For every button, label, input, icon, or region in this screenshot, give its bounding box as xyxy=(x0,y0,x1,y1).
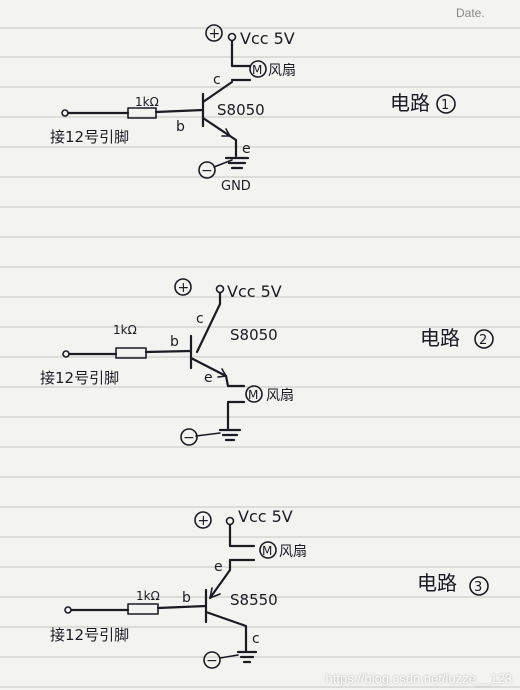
circuit-2: + Vcc 5V c S8050 1kΩ b 接12号引脚 e M 风扇 xyxy=(40,278,494,446)
transistor-label: S8550 xyxy=(230,591,278,609)
circuit-1: + Vcc 5V M 风扇 c S8050 1kΩ b xyxy=(50,24,456,194)
emitter-wire xyxy=(224,374,246,388)
minus-wire xyxy=(213,159,233,168)
plus-circle xyxy=(194,511,212,529)
plus-symbol: + xyxy=(198,513,210,529)
input-node xyxy=(62,350,70,358)
ground-symbol xyxy=(236,650,258,664)
base-label: b xyxy=(170,334,179,350)
minus-circle xyxy=(203,651,221,669)
vcc-node xyxy=(215,284,225,294)
vcc-label: Vcc 5V xyxy=(227,282,282,301)
circuit-title: 电路 xyxy=(417,571,457,595)
motor-symbol: M xyxy=(252,63,262,77)
motor-label: 风扇 xyxy=(266,388,294,404)
motor-circle xyxy=(249,60,267,78)
minus-wire xyxy=(195,432,221,437)
motor-label: 风扇 xyxy=(279,544,307,560)
date-label: Date. xyxy=(456,6,485,20)
transistor-emitter-leg xyxy=(208,558,232,600)
transistor-label: S8050 xyxy=(217,101,265,119)
ground-symbol xyxy=(224,156,250,170)
vcc-wire xyxy=(230,39,252,68)
vcc-node xyxy=(225,516,235,526)
collector-label: c xyxy=(213,72,221,88)
minus-symbol: − xyxy=(183,430,195,446)
transistor-emitter-leg xyxy=(201,116,232,138)
pin-label: 接12号引脚 xyxy=(50,626,129,644)
circuit-number-circle xyxy=(474,329,494,349)
pin-label: 接12号引脚 xyxy=(50,128,129,146)
transistor-collector-leg xyxy=(201,80,234,104)
circuit-number: 2 xyxy=(479,333,487,348)
base-label: b xyxy=(182,590,191,606)
base-wire xyxy=(144,349,193,354)
plus-symbol: + xyxy=(209,26,221,42)
watermark: https://blog.csdn.net/luzze__123 xyxy=(325,671,512,686)
motor-circle xyxy=(259,541,277,559)
input-node xyxy=(64,606,72,614)
plus-circle xyxy=(205,24,223,42)
transistor-emitter-leg xyxy=(189,356,228,378)
circuit-title: 电路 xyxy=(420,326,460,350)
base-wire xyxy=(156,604,208,610)
emitter-arrow xyxy=(209,587,221,599)
circuit-number: 3 xyxy=(474,580,482,595)
resistor-label: 1kΩ xyxy=(135,95,159,109)
transistor-label: S8050 xyxy=(230,326,278,344)
resistor-label: 1kΩ xyxy=(136,589,160,603)
emitter-label: e xyxy=(242,141,251,157)
base-wire xyxy=(154,108,205,114)
emitter-label: e xyxy=(214,559,223,575)
motor-circle xyxy=(245,385,263,403)
minus-symbol: − xyxy=(206,653,218,669)
collector-wire xyxy=(195,291,222,354)
motor-symbol: M xyxy=(262,544,272,558)
resistor xyxy=(115,347,147,359)
emitter-label: e xyxy=(204,370,213,386)
transistor-collector-leg xyxy=(204,610,248,642)
collector-label: c xyxy=(252,631,260,647)
circuit-3: + Vcc 5V M 风扇 e S8550 1kΩ b 接12号引脚 c xyxy=(50,507,489,669)
resistor xyxy=(127,603,159,615)
pin-label: 接12号引脚 xyxy=(40,369,119,387)
vcc-label: Vcc 5V xyxy=(240,29,295,48)
circuit-number: 1 xyxy=(441,98,449,113)
motor-symbol: M xyxy=(248,388,258,402)
motor-return-wire xyxy=(226,400,246,430)
input-node xyxy=(61,109,69,117)
base-label: b xyxy=(176,119,185,135)
collector-label: c xyxy=(196,311,204,327)
plus-circle xyxy=(174,278,192,296)
resistor-label: 1kΩ xyxy=(113,323,137,337)
minus-symbol: − xyxy=(201,163,213,179)
minus-circle xyxy=(198,161,216,179)
vcc-node xyxy=(227,32,237,42)
circuit-number-circle xyxy=(436,94,456,114)
minus-wire xyxy=(219,654,239,659)
circuit-number-circle xyxy=(469,576,489,596)
minus-circle xyxy=(180,428,198,446)
plus-symbol: + xyxy=(178,280,190,296)
resistor xyxy=(127,107,157,119)
circuit-title: 电路 xyxy=(390,91,430,115)
emitter-wire xyxy=(228,134,238,158)
vcc-wire xyxy=(228,523,256,548)
vcc-label: Vcc 5V xyxy=(238,507,293,526)
ground-label: GND xyxy=(221,179,251,194)
motor-label: 风扇 xyxy=(268,63,296,79)
ground-symbol xyxy=(218,428,242,442)
